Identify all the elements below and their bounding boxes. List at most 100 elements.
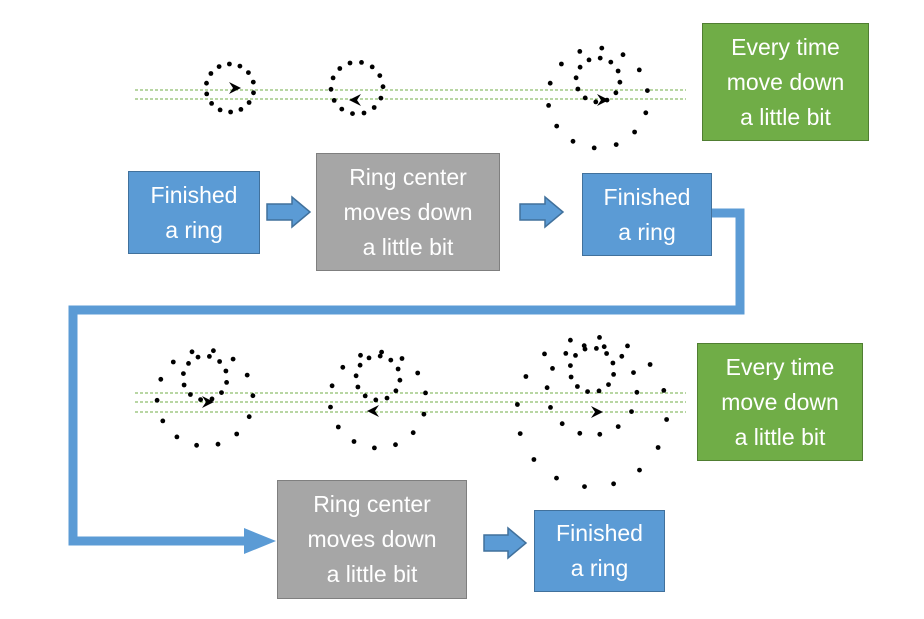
ring-center-moves-box-1: Ring center moves down a little bit <box>316 153 500 271</box>
ring-dot <box>410 430 416 436</box>
ring-dot <box>563 351 569 356</box>
ring-dot <box>194 442 200 448</box>
ring-dot <box>393 388 399 394</box>
ring-dot <box>328 86 334 92</box>
ring-dot <box>629 409 634 414</box>
ring-dot <box>170 359 176 365</box>
ring-dot <box>372 445 377 451</box>
ring-dot <box>246 100 252 105</box>
ring-dot <box>423 390 428 396</box>
ring-dot <box>599 45 605 51</box>
ring-dot <box>547 80 553 86</box>
ring-dot <box>559 61 564 67</box>
ring-dot <box>244 372 250 378</box>
ring-dot-patterns <box>154 45 669 489</box>
ring-dot <box>636 67 642 73</box>
ring-dot <box>181 382 187 388</box>
ring-dot <box>581 343 587 349</box>
ring-dot <box>611 481 616 487</box>
ring-dot <box>189 349 195 355</box>
ring-dot <box>634 389 640 395</box>
block-arrow-2 <box>519 195 565 229</box>
ring-dot <box>593 99 599 105</box>
ring-dot <box>158 376 164 382</box>
ring-dot <box>421 411 427 417</box>
block-arrow-3 <box>483 526 528 560</box>
ring-dot <box>198 397 204 402</box>
ring-dot <box>384 395 390 401</box>
ring-dot <box>373 397 379 403</box>
ring-dot <box>238 107 244 112</box>
ring-dot <box>531 457 537 462</box>
note-every-time-bottom: Every time move down a little bit <box>697 343 863 461</box>
ring-dot <box>577 430 583 436</box>
ring-dot <box>610 360 616 366</box>
ring-dot <box>395 366 401 372</box>
ring-dot <box>619 353 625 359</box>
ring-dot <box>353 373 359 379</box>
ring-dot <box>347 60 353 66</box>
ring-dot <box>174 434 180 440</box>
ring-center-marker <box>229 82 241 94</box>
ring-dot <box>568 337 573 343</box>
ring-dot <box>366 355 372 361</box>
ring-dot <box>568 363 573 368</box>
ring-dot <box>597 431 603 437</box>
ring-dot <box>625 343 630 349</box>
ring-dot <box>554 123 560 129</box>
ring-dot <box>361 110 367 116</box>
ring-dot <box>250 393 256 399</box>
ring-dot <box>388 357 394 363</box>
ring-dot <box>620 52 626 58</box>
ring-dot <box>211 348 216 354</box>
block-arrow-1 <box>266 195 312 229</box>
ring-dot <box>597 55 603 61</box>
note-every-time-top: Every time move down a little bit <box>702 23 869 141</box>
ring-dot <box>586 57 592 63</box>
ring-dot <box>647 362 653 367</box>
ring-dot <box>224 380 230 385</box>
ring-dot <box>550 366 555 371</box>
ring-dot <box>393 442 398 448</box>
ring-dot <box>246 70 251 75</box>
ring-dot <box>601 344 607 350</box>
ring-dot <box>380 84 386 90</box>
ring-dot <box>357 362 363 368</box>
ring-dot <box>415 370 421 376</box>
ring-dot <box>645 88 650 93</box>
ring-dot <box>160 418 166 424</box>
ring-dot <box>546 103 551 108</box>
ring-dot <box>223 368 229 374</box>
ring-dot <box>577 64 583 70</box>
connector-elbow-arrowhead <box>244 528 276 554</box>
ring-dot <box>204 91 210 97</box>
ring-dot <box>568 374 574 380</box>
ring-dot <box>209 101 215 106</box>
guide-lines <box>135 89 686 413</box>
ring-dot <box>358 352 363 358</box>
ring-dot <box>617 79 623 85</box>
ring-dot <box>216 64 222 69</box>
ring-dot <box>237 63 243 69</box>
ring-center-marker <box>367 405 379 417</box>
ring-dot <box>573 75 579 81</box>
ring-dot <box>330 75 336 81</box>
ring-dot <box>596 388 602 394</box>
ring-dot <box>228 109 234 115</box>
ring-dot <box>515 402 520 407</box>
ring-dot <box>575 86 581 92</box>
ring-dot <box>234 431 240 437</box>
ring-dot <box>359 60 364 65</box>
ring-dot <box>219 390 224 395</box>
ring-dot <box>207 354 212 359</box>
ring-dot <box>517 431 523 436</box>
ring-dot <box>215 441 221 447</box>
ring-dot <box>570 138 576 144</box>
ring-dot <box>523 374 529 379</box>
ring-dot <box>251 90 256 96</box>
connector-elbow-arrow <box>68 208 745 546</box>
finished-ring-box-3: Finished a ring <box>534 510 665 592</box>
ring-center-marker <box>202 396 214 408</box>
ring-dot <box>573 353 578 358</box>
